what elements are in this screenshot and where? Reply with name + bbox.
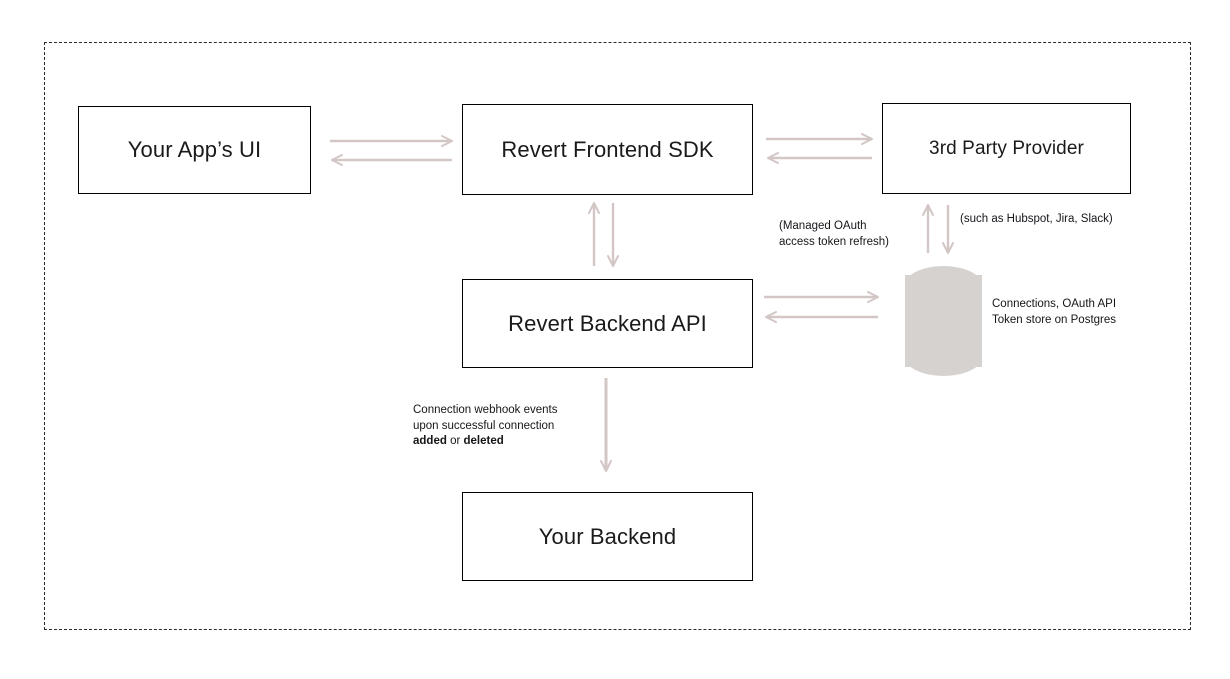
node-your-app-ui[interactable]: Your App’s UI (78, 106, 311, 194)
annotation-webhook-events-line1: Connection webhook events (413, 404, 558, 416)
annotation-managed-oauth-line2: access token refresh) (779, 235, 889, 248)
annotation-webhook-added: added (413, 435, 447, 448)
annotation-webhook-conjunction: or (446, 435, 464, 448)
node-revert-frontend-sdk[interactable]: Revert Frontend SDK (462, 104, 753, 195)
node-3rd-party-provider-label: 3rd Party Provider (929, 137, 1084, 159)
node-revert-backend-api-label: Revert Backend API (508, 310, 707, 336)
annotation-webhook-events-line2: upon successful connection (413, 419, 555, 432)
annotation-datastore: Connections, OAuth API Token store on Po… (992, 297, 1172, 328)
annotation-managed-oauth: (Managed OAuth access token refresh) (779, 219, 919, 250)
annotation-webhook-events-line3: added or deleted (413, 434, 603, 450)
node-your-backend-label: Your Backend (538, 523, 677, 549)
annotation-datastore-line1: Connections, OAuth API (992, 298, 1117, 310)
database-cylinder-icon[interactable] (905, 266, 982, 376)
annotation-datastore-line2: Token store on Postgres (992, 313, 1117, 326)
annotation-managed-oauth-line1: (Managed OAuth (779, 220, 867, 232)
node-3rd-party-provider[interactable]: 3rd Party Provider (882, 103, 1131, 194)
cylinder-body (905, 275, 982, 367)
node-your-backend[interactable]: Your Backend (462, 492, 753, 581)
node-revert-frontend-sdk-label: Revert Frontend SDK (501, 136, 714, 162)
annotation-webhook-deleted: deleted (463, 435, 504, 448)
annotation-webhook-events: Connection webhook events upon successfu… (413, 403, 603, 450)
diagram-frame (44, 42, 1191, 630)
node-revert-backend-api[interactable]: Revert Backend API (462, 279, 753, 368)
annotation-provider-examples-line1: (such as Hubspot, Jira, Slack) (960, 213, 1113, 225)
annotation-provider-examples: (such as Hubspot, Jira, Slack) (960, 212, 1150, 228)
node-your-app-ui-label: Your App’s UI (127, 137, 262, 162)
cylinder-bottom-ellipse (905, 357, 982, 376)
cylinder-top-ellipse (905, 266, 982, 285)
